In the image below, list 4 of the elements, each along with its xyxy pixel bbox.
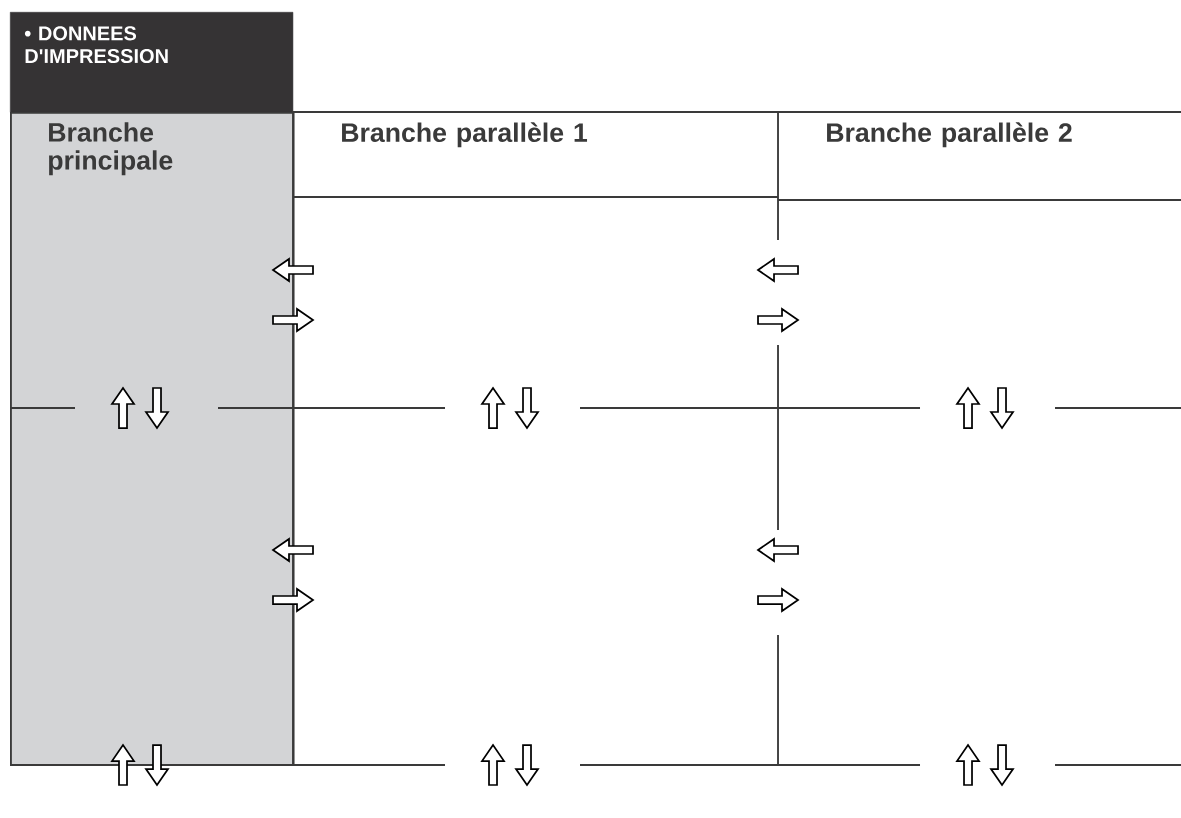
column-header: Branche parallèle 2 xyxy=(827,122,1072,148)
column-header: Branche parallèle 1 xyxy=(342,122,588,148)
section-header: • DONNEES D'IMPRESSION xyxy=(10,12,294,113)
column-band: Branche principale xyxy=(10,112,295,766)
